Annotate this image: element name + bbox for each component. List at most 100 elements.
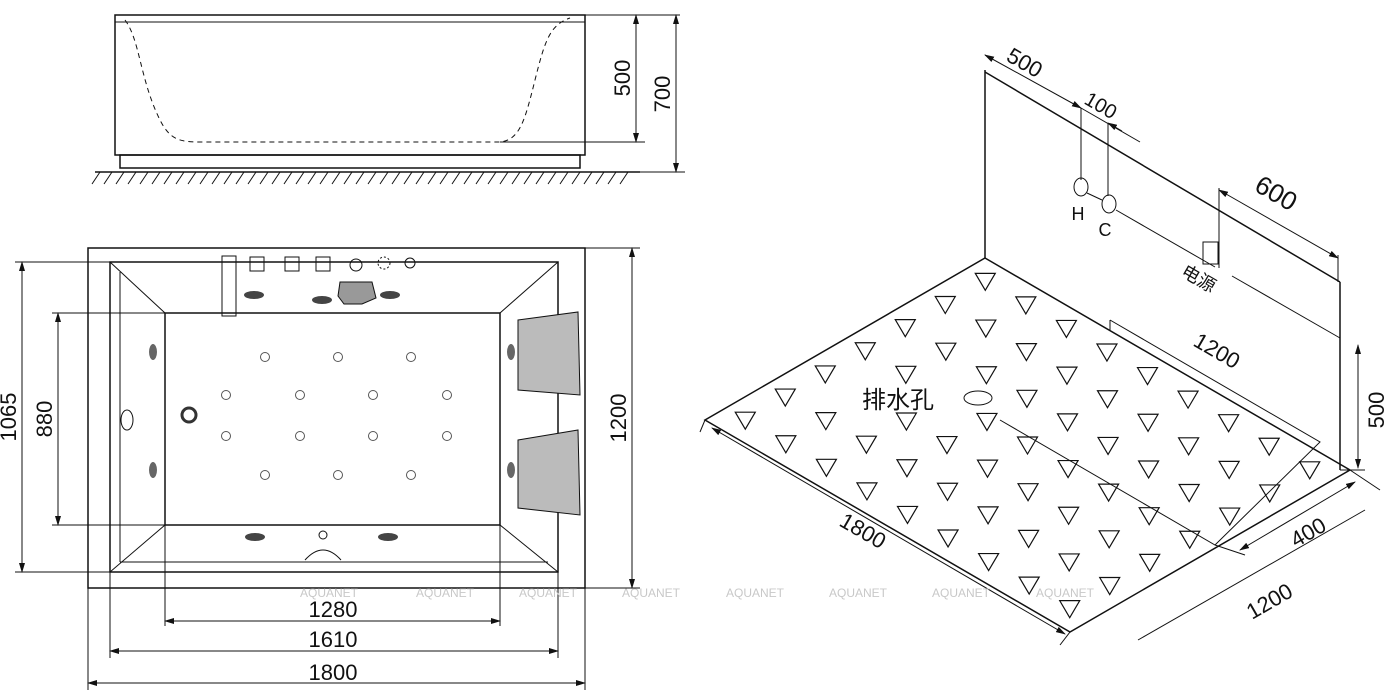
- faucet: [221, 255, 237, 317]
- ground-hatch: [91, 171, 629, 185]
- hatch-mark: [247, 171, 257, 185]
- air-jet: [221, 431, 231, 441]
- speaker-icon: [377, 256, 391, 270]
- hot-label: H: [1072, 204, 1085, 224]
- dim-total-height: 700: [650, 76, 675, 113]
- overflow: [318, 530, 328, 540]
- watermark: AQUANET: [1036, 586, 1095, 600]
- floor-tile-triangle: [1218, 460, 1241, 480]
- dim-inner-height: 500: [610, 60, 635, 97]
- floor-tile-triangle: [974, 319, 997, 339]
- dim-floor-width: 1200: [1242, 578, 1297, 624]
- floor-tile-triangle: [1258, 484, 1281, 504]
- hatch-mark: [223, 171, 233, 185]
- floor-tile-triangle: [1298, 461, 1321, 480]
- floor-tile-triangle: [936, 482, 959, 502]
- floor-tile-triangle: [1097, 436, 1120, 456]
- floor-tile-triangle: [734, 411, 757, 431]
- floor-tile-triangle: [894, 365, 917, 385]
- hatch-mark: [499, 171, 509, 185]
- hatch-mark: [175, 171, 185, 185]
- drain-label: 排水孔: [862, 387, 934, 414]
- dim-basin-depth: 880: [32, 401, 57, 438]
- air-jet: [295, 390, 305, 400]
- floor-tile-triangle: [1177, 390, 1200, 410]
- floor-tile-triangle: [1057, 506, 1080, 526]
- hatch-mark: [535, 171, 545, 185]
- floor-tile-triangle: [855, 435, 878, 455]
- air-jet: [221, 390, 231, 400]
- floor-tile-triangle: [774, 388, 797, 408]
- floor-tile-triangle: [1015, 343, 1038, 362]
- floor-tile-triangle: [814, 412, 837, 431]
- hatch-mark: [403, 171, 413, 185]
- hatch-mark: [199, 171, 209, 185]
- floor-tile-triangle: [1218, 507, 1241, 527]
- cold-label: C: [1099, 220, 1112, 240]
- grab-handle: [304, 549, 342, 561]
- air-jet: [333, 352, 343, 362]
- hatch-mark: [259, 171, 269, 185]
- floor-tile-triangle: [1096, 390, 1119, 409]
- floor-tile-triangle: [1017, 529, 1040, 549]
- hatch-mark: [547, 171, 557, 185]
- hatch-mark: [619, 171, 629, 185]
- light-icon: [404, 257, 416, 269]
- floor-tile-triangle: [1056, 413, 1079, 433]
- floor-tile-triangle: [855, 482, 878, 502]
- hatch-mark: [319, 171, 329, 185]
- floor-tile-triangle: [1137, 460, 1160, 480]
- hatch-mark: [595, 171, 605, 185]
- side-handle: [120, 409, 134, 431]
- air-jet: [260, 352, 270, 362]
- tub-outer-rim: [87, 247, 586, 589]
- floor-tile-triangle: [896, 505, 919, 525]
- side-elevation-view: 500 700: [91, 14, 685, 185]
- hatch-mark: [103, 171, 113, 185]
- watermark: AQUANET: [300, 586, 359, 600]
- drain: [180, 406, 198, 424]
- watermark-row: AQUANET AQUANET AQUANET AQUANET AQUANET …: [300, 586, 1095, 600]
- hatch-mark: [211, 171, 221, 185]
- hatch-mark: [523, 171, 533, 185]
- dim-floor-length: 1800: [836, 508, 891, 554]
- control-button: [249, 256, 265, 272]
- hatch-mark: [331, 171, 341, 185]
- hatch-mark: [295, 171, 305, 185]
- hatch-mark: [307, 171, 317, 185]
- power-socket: [1202, 241, 1219, 265]
- air-jet: [406, 470, 416, 480]
- air-jet: [442, 390, 452, 400]
- control-button: [315, 256, 331, 272]
- hatch-mark: [559, 171, 569, 185]
- hatch-mark: [115, 171, 125, 185]
- installation-view: H C 电源 500 100 600 排水孔 1200 500 1800 400…: [699, 43, 1389, 646]
- hatch-mark: [139, 171, 149, 185]
- air-jet: [406, 352, 416, 362]
- floor-tile-triangle: [1097, 483, 1120, 503]
- dim-basin-length: 1280: [309, 597, 358, 622]
- air-jet: [368, 390, 378, 400]
- dim-outer-depth: 1065: [0, 393, 21, 442]
- hatch-mark: [283, 171, 293, 185]
- dim-wall-height: 500: [1364, 392, 1389, 429]
- hatch-mark: [463, 171, 473, 185]
- floor-tile-triangle: [1138, 507, 1161, 526]
- headrest-pillow: [517, 429, 581, 516]
- control-button: [284, 256, 300, 272]
- air-jet: [368, 431, 378, 441]
- dim-total-depth: 1200: [606, 394, 631, 443]
- floor-tile-triangle: [894, 319, 917, 338]
- floor-area: [703, 257, 1352, 633]
- floor-tile-triangle: [1058, 600, 1081, 619]
- hatch-mark: [415, 171, 425, 185]
- floor-tile-triangle: [1217, 414, 1240, 433]
- floor-tile-triangle: [975, 366, 998, 385]
- inner-basin-profile: [124, 17, 571, 143]
- floor-tile-triangle: [774, 435, 797, 454]
- floor-tile-triangle: [1017, 483, 1040, 502]
- plan-view: 1065 880 1200 1280 1610 1800: [0, 247, 640, 690]
- dim-pipe-spacing: 100: [1081, 88, 1121, 124]
- tub-inner-rim: [109, 261, 559, 573]
